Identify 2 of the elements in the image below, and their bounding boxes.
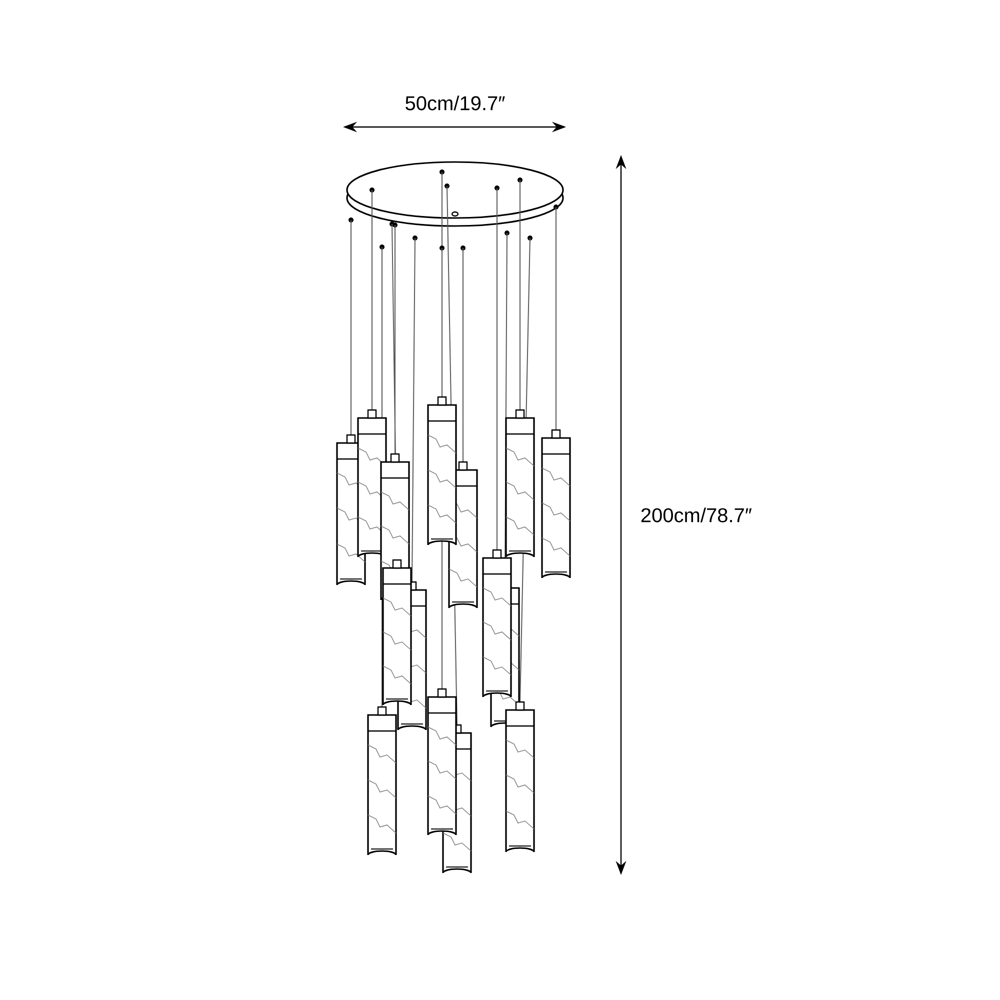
dimension-label: 50cm/19.7″ xyxy=(406,96,505,110)
dimension-label: 200cm/78.7″ xyxy=(641,508,752,522)
